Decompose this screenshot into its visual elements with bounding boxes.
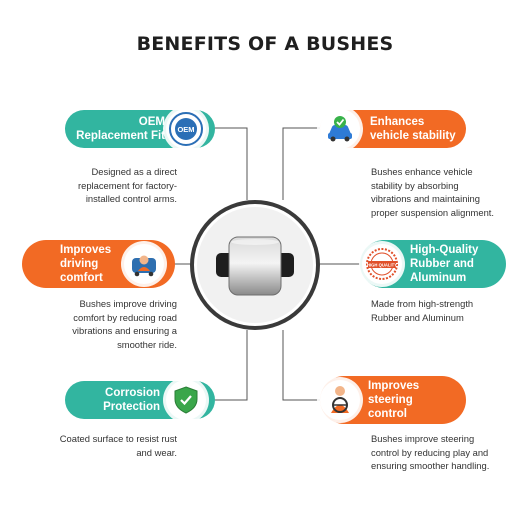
benefit-comfort-label-2: driving — [60, 258, 99, 270]
bushing-product-image — [190, 200, 320, 330]
connector-oem — [215, 127, 248, 200]
desc-line: Designed as a direct — [91, 166, 177, 177]
driver-icon — [124, 244, 164, 284]
svg-text:HIGH QUALITY: HIGH QUALITY — [367, 263, 397, 268]
benefit-stability-description: Bushes enhance vehicle stability by abso… — [371, 165, 521, 219]
desc-line: comfort by reducing road — [73, 311, 177, 323]
desc-line: ensuring smoother handling. — [371, 460, 490, 471]
desc-line: stability by absorbing — [371, 179, 459, 191]
svg-text:OEM: OEM — [177, 125, 194, 134]
benefit-steering-description: Bushes improve steering control by reduc… — [371, 432, 521, 473]
desc-line: Made from high-strength — [371, 298, 474, 309]
page-title: BENEFITS OF A BUSHES — [136, 33, 394, 55]
shield-check-icon — [166, 380, 206, 420]
benefit-corrosion-description: Coated surface to resist rust and wear. — [30, 432, 177, 459]
desc-line: Bushes improve driving — [79, 298, 177, 309]
benefit-steering-label-1: Improves — [368, 380, 420, 392]
benefit-quality-label-1: High-Quality — [410, 244, 479, 256]
high-quality-stamp-icon: HIGH QUALITY — [362, 244, 402, 284]
connector-stability — [282, 127, 320, 200]
benefit-quality-label-3: Aluminum — [410, 272, 467, 284]
desc-line: replacement for factory- — [78, 179, 177, 191]
desc-line: proper suspension alignment. — [371, 206, 494, 218]
connector-corrosion — [215, 330, 248, 401]
desc-line: Bushes improve steering — [371, 433, 475, 444]
benefit-quality-description: Made from high-strength Rubber and Alumi… — [371, 297, 521, 324]
benefit-oem-label-1: OEM — [138, 116, 165, 128]
desc-line: Coated surface to resist rust — [59, 433, 177, 444]
benefit-quality-label-2: Rubber and — [410, 258, 474, 270]
oem-badge-icon: OEM — [166, 109, 206, 149]
benefit-corrosion-label-1: Corrosion — [105, 387, 160, 399]
desc-line: and wear. — [136, 446, 177, 458]
benefit-oem-description: Designed as a direct replacement for fac… — [60, 165, 177, 206]
benefit-oem-label-2: Replacement Fit — [76, 130, 165, 142]
benefit-corrosion-label-2: Protection — [103, 401, 160, 413]
benefit-steering-label-2: steering — [368, 394, 413, 406]
benefit-stability-label-1: Enhances — [370, 116, 425, 128]
benefit-comfort-label-3: comfort — [60, 272, 103, 284]
desc-line: vibrations and maintaining — [371, 193, 480, 204]
desc-line: Rubber and Aluminum — [371, 311, 464, 323]
benefit-steering-label-3: control — [368, 408, 407, 420]
desc-line: control by reducing play and — [371, 446, 489, 458]
desc-line: installed control arms. — [85, 193, 177, 204]
benefit-stability-label-2: vehicle stability — [370, 130, 456, 142]
steering-wheel-icon — [320, 380, 360, 420]
connector-steering — [282, 330, 320, 401]
desc-line: Bushes enhance vehicle — [371, 166, 473, 177]
benefit-comfort-description: Bushes improve driving comfort by reduci… — [50, 297, 177, 351]
bushing-sleeve — [228, 236, 282, 296]
car-check-icon — [320, 109, 360, 149]
desc-line: vibrations and ensuring a — [72, 325, 177, 336]
desc-line: smoother ride. — [117, 338, 177, 350]
benefit-comfort-label-1: Improves — [60, 244, 112, 256]
